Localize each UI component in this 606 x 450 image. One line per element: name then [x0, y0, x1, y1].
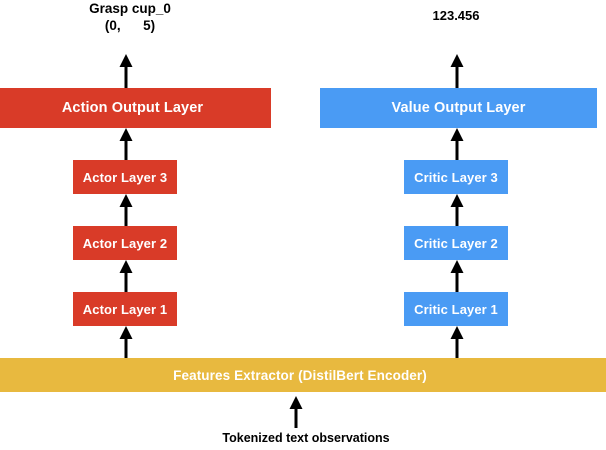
- arrow-critic3-to-value-output-icon: [447, 128, 467, 160]
- node-actor-layer-1: Actor Layer 1: [73, 292, 177, 326]
- arrow-features-to-actor1-icon: [116, 326, 136, 358]
- node-critic-layer-3: Critic Layer 3: [404, 160, 508, 194]
- arrow-actor3-to-action-output-icon: [116, 128, 136, 160]
- arrow-input-to-features-icon: [286, 396, 306, 428]
- arrow-value-output-to-value-icon: [447, 54, 467, 90]
- node-critic-layer-1: Critic Layer 1: [404, 292, 508, 326]
- tokenized-text-observations-label: Tokenized text observations: [222, 431, 390, 445]
- arrow-critic2-to-critic3-icon: [447, 194, 467, 226]
- arrow-features-to-critic1-icon: [447, 326, 467, 358]
- node-actor-layer-3: Actor Layer 3: [73, 160, 177, 194]
- arrow-action-output-to-action-icon: [116, 54, 136, 90]
- arrow-actor2-to-actor3-icon: [116, 194, 136, 226]
- action-output-value-label: Grasp cup_0 (0, 5): [89, 1, 171, 33]
- value-output-value-label: 123.456: [432, 8, 480, 23]
- node-action-output-layer: Action Output Layer: [0, 88, 271, 128]
- arrow-critic1-to-critic2-icon: [447, 260, 467, 292]
- node-value-output-layer: Value Output Layer: [320, 88, 597, 128]
- node-critic-layer-2: Critic Layer 2: [404, 226, 508, 260]
- node-features-extractor: Features Extractor (DistilBert Encoder): [0, 358, 606, 392]
- arrow-actor1-to-actor2-icon: [116, 260, 136, 292]
- node-actor-layer-2: Actor Layer 2: [73, 226, 177, 260]
